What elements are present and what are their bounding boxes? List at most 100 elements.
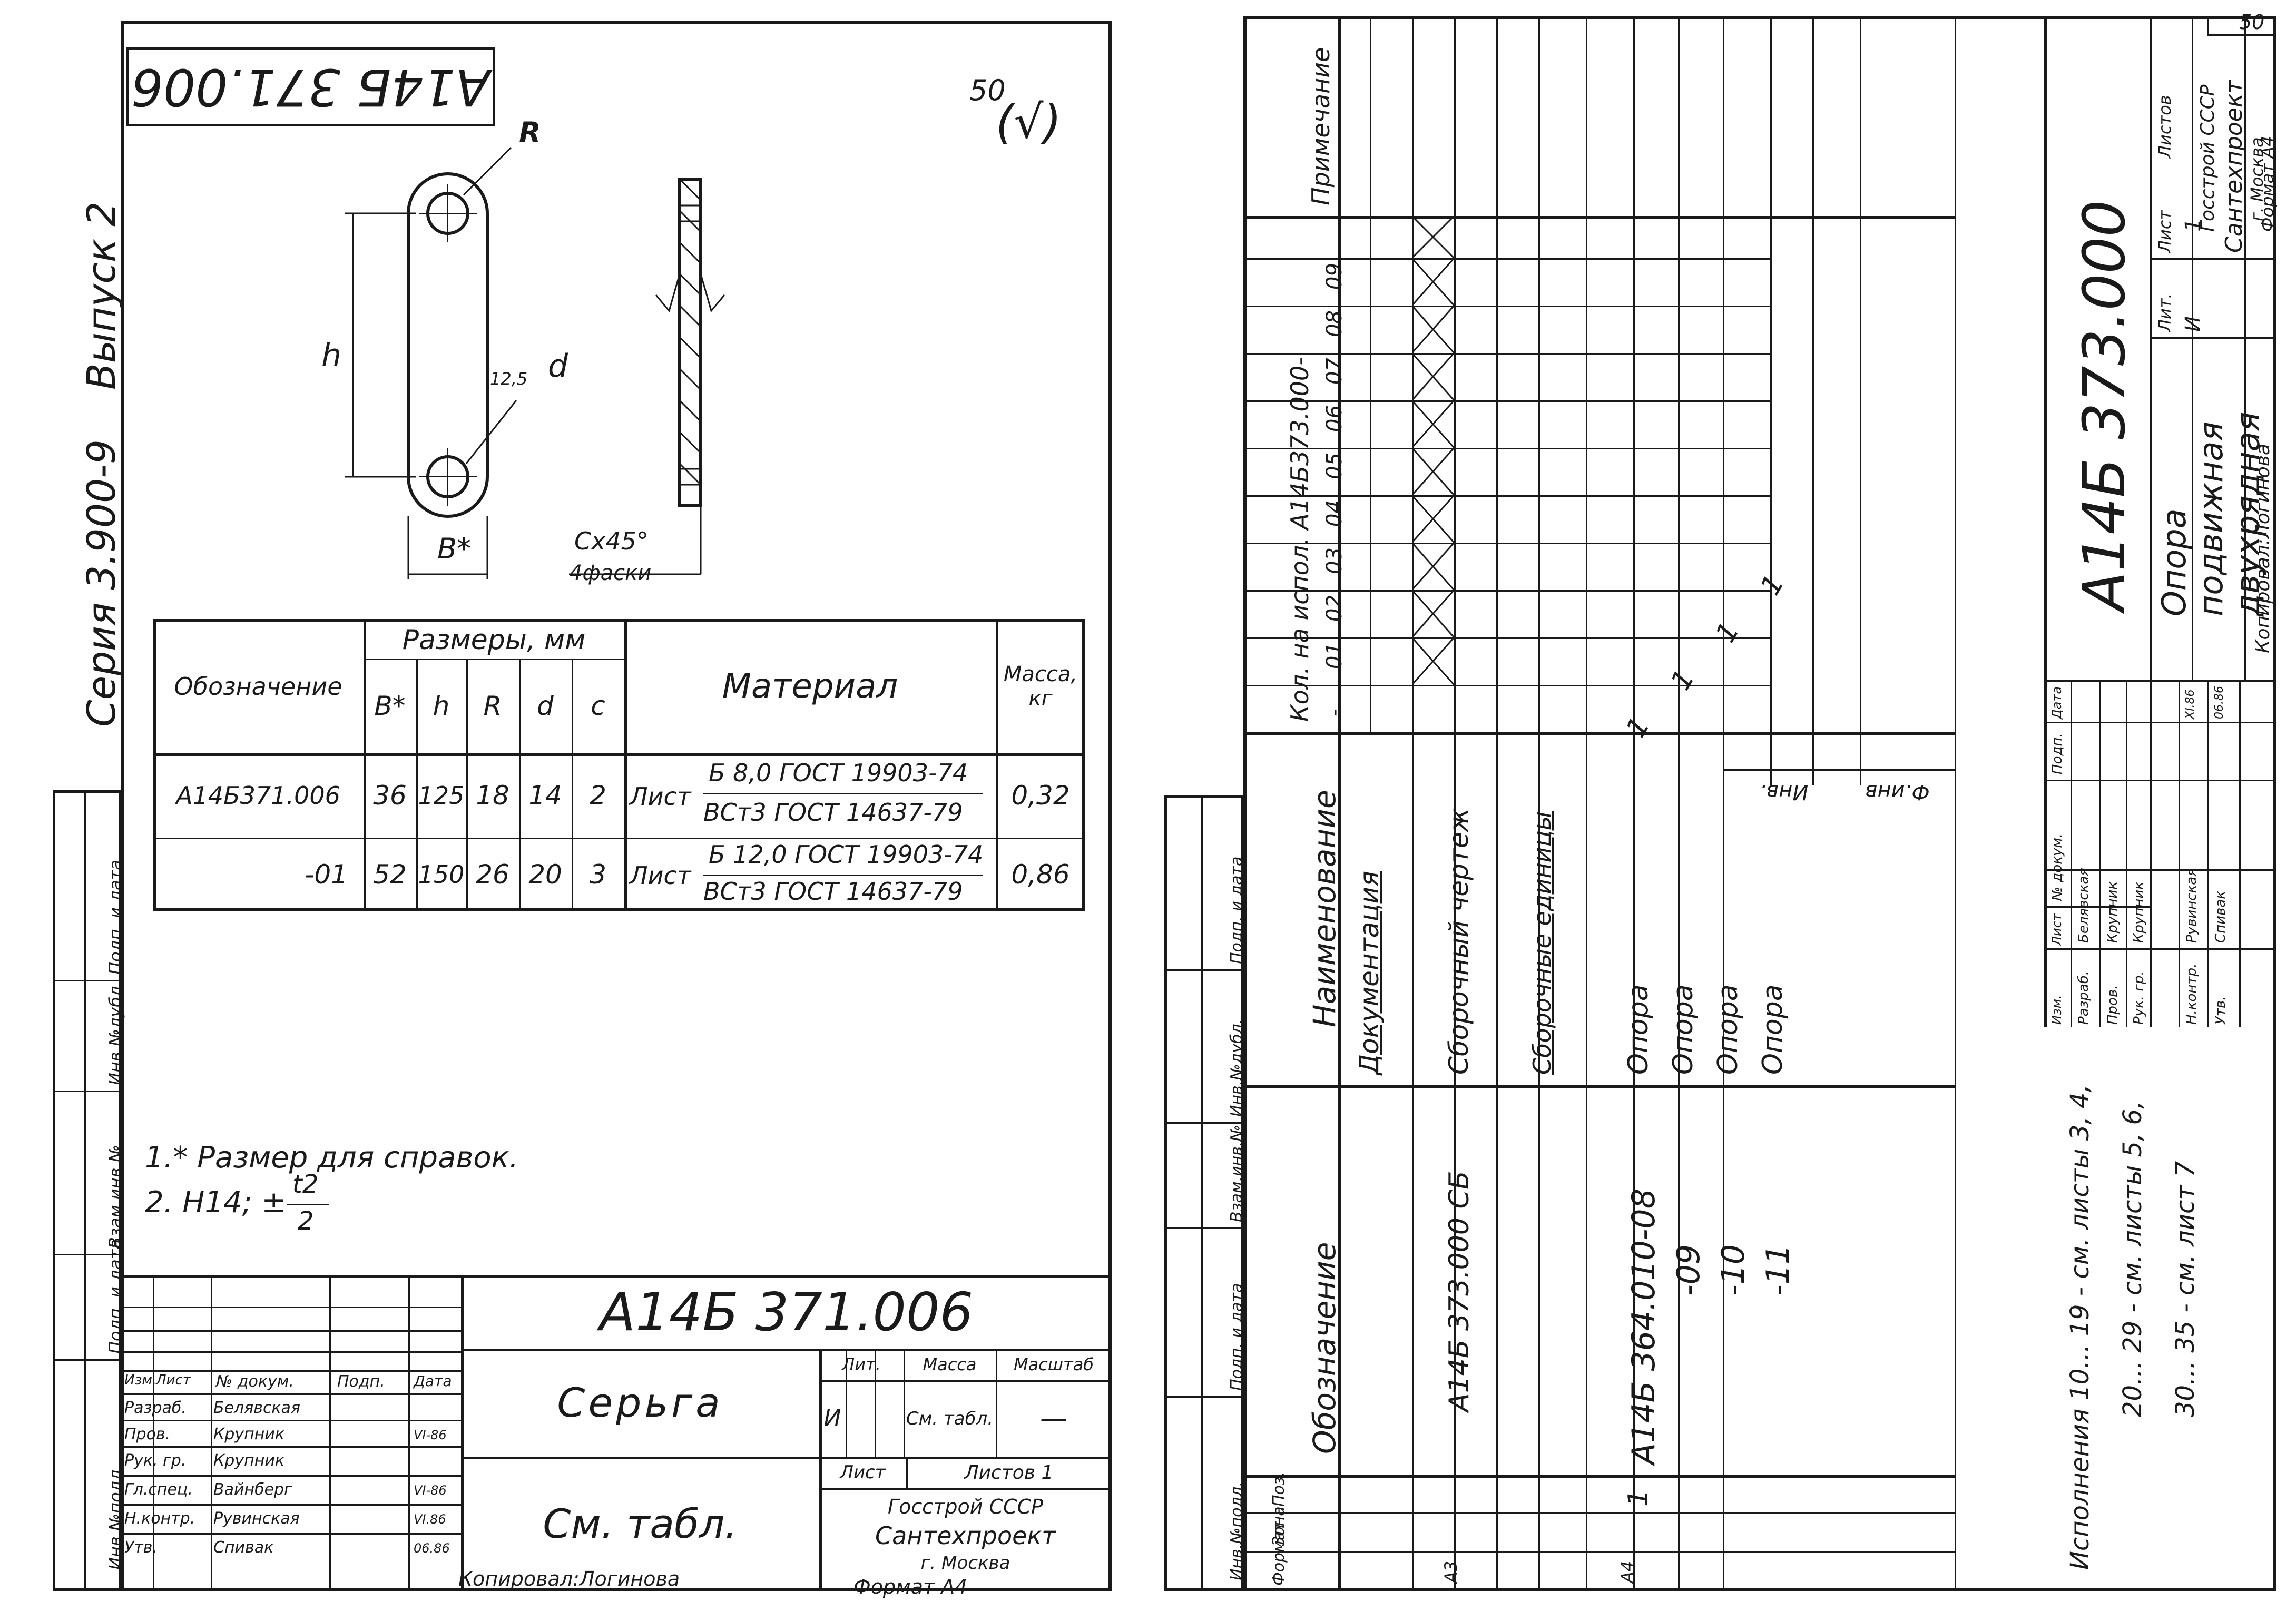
sh-qcol-3: 03: [1322, 547, 1347, 574]
lt-h-doc: № докум.: [216, 1372, 294, 1391]
lt-h-izm: Изм.: [124, 1372, 157, 1388]
rt-h-list: Лист: [2049, 913, 2064, 946]
sh-pos: Поз.: [1270, 1471, 1288, 1507]
lt-scale-value: —: [1040, 1402, 1067, 1435]
th-designation: Обозначение: [174, 672, 342, 701]
rt-role-1: Пров.: [2105, 985, 2121, 1025]
exec-3: 30... 35 - см. лист 7: [2171, 1161, 2200, 1417]
rt-copied: Копировал:Логинова: [2252, 443, 2274, 653]
sh-qcol-4: 04: [1322, 500, 1347, 527]
sr4-name: Опора: [1667, 984, 1699, 1075]
lt-lit-header: Лит.: [842, 1354, 881, 1374]
lt-role-0: Разраб.: [124, 1399, 187, 1417]
rt-format: Формат А4: [2258, 135, 2278, 232]
rt-role-0: Разраб.: [2076, 970, 2092, 1025]
lt-material: См. табл.: [543, 1500, 738, 1547]
row1-material-prefix: Лист: [630, 782, 691, 811]
row1-material-top: Б 8,0 ГОСТ 19903-74: [709, 759, 968, 787]
rt-h-sign: Подп.: [2049, 733, 2065, 774]
rt-h-izm: Изм.: [2049, 995, 2064, 1025]
rt-role-4: Утв.: [2213, 996, 2229, 1025]
sh-qty: Кол. на испол. А14Б373.000-: [1286, 357, 1314, 722]
label-d: d: [548, 348, 568, 385]
strip-label-2: Инв.№дубл.: [105, 980, 125, 1085]
lt-name: Серьга: [557, 1379, 723, 1426]
lt-name-0: Белявская: [213, 1399, 300, 1417]
sr2-name: Сборочные единицы: [1528, 811, 1556, 1075]
label-chamfer: Cx45°: [574, 527, 649, 555]
row2-r: 26: [476, 859, 509, 890]
label-roughness: 12,5: [490, 369, 528, 389]
sh-note: Примечание: [1307, 47, 1335, 205]
rt-name-r4: Спивак: [2213, 890, 2229, 943]
note-1: 1.* Размер для справок.: [145, 1141, 519, 1175]
rt-h-date: Дата: [2049, 686, 2064, 719]
sr5-name: Опора: [1712, 984, 1744, 1075]
th-dim-d: d: [537, 691, 554, 721]
sh-qcol-5: 05: [1322, 453, 1347, 479]
row1-r: 18: [476, 780, 509, 811]
lt-role-3: Гл.спец.: [124, 1480, 193, 1499]
row2-material-bottom: ВСт3 ГОСТ 14637-79: [703, 877, 963, 906]
right-binding-strip: [1164, 795, 1243, 1591]
right-sheet: [1243, 16, 2276, 1591]
rt-name-r1: Крупник: [2105, 881, 2121, 943]
row1-b: 36: [373, 780, 407, 811]
row2-h: 150: [418, 860, 465, 889]
row2-b: 52: [373, 859, 407, 890]
row2-c: 3: [590, 859, 606, 890]
sh-qcol-2: 02: [1322, 595, 1347, 622]
lt-doc-number: А14Б 371.006: [599, 1281, 974, 1343]
note-2-denominator: 2: [298, 1206, 314, 1236]
lt-sheets-label: Листов 1: [964, 1461, 1054, 1484]
row1-h: 125: [418, 781, 465, 810]
th-dim-b: B*: [374, 691, 406, 721]
right-title-block: [2044, 16, 2276, 1027]
lt-role-5: Утв.: [124, 1538, 158, 1557]
row2-material-top: Б 12,0 ГОСТ 19903-74: [709, 840, 984, 869]
issue-label: Выпуск 2: [79, 201, 124, 390]
strip-label-1: Подп. и дата: [105, 860, 125, 975]
sh-qcol-8: 08: [1322, 310, 1347, 337]
sh-qcol-6: 06: [1322, 405, 1347, 432]
th-dims: Размеры, мм: [402, 624, 586, 656]
exec-2: 20... 29 - см. листы 5, 6,: [2118, 1101, 2147, 1417]
lt-mass-header: Масса: [923, 1354, 977, 1374]
left-format: Формат А4: [853, 1575, 968, 1598]
rt-sheets-header: Листов: [2155, 95, 2175, 158]
left-copied: Копировал:Логинова: [458, 1567, 680, 1590]
rt-date-r4: 06.86: [2213, 686, 2226, 719]
rt-h-doc: № докум.: [2049, 833, 2065, 901]
sr1-format: А3: [1441, 1560, 1461, 1583]
exec-1: Исполнения 10... 19 - см. листы 3, 4,: [2065, 1084, 2095, 1570]
top-stamp-number: А14Б 371.006: [131, 57, 490, 116]
rt-doc-number: А14Б 373.000: [2071, 200, 2138, 611]
lt-lit-value: И: [823, 1405, 841, 1432]
lt-name-4: Рувинская: [213, 1509, 300, 1528]
rt-lit-value: И: [2181, 316, 2205, 332]
left-sheet: [121, 21, 1112, 1591]
lt-org-3: г. Москва: [920, 1553, 1010, 1574]
rt-lit-header: Лит.: [2155, 293, 2175, 332]
sr6-designation: -11: [1760, 1244, 1797, 1296]
sr1-designation: А14Б 373.000 СБ: [1444, 1171, 1475, 1412]
dimensions-table: [153, 619, 1085, 911]
label-h: h: [321, 337, 342, 374]
sr6-name: Опора: [1757, 984, 1789, 1075]
lt-date-5: 06.86: [414, 1541, 450, 1556]
spec-table: [1243, 16, 1955, 1591]
lt-date-3: VI-86: [414, 1483, 447, 1498]
sh-name: Наименование: [1307, 790, 1342, 1027]
th-material: Материал: [722, 666, 898, 706]
lt-name-2: Крупник: [213, 1451, 284, 1470]
row1-d: 14: [528, 780, 562, 811]
row2-mass: 0,86: [1011, 859, 1070, 890]
row2-d: 20: [528, 859, 562, 890]
series-label: Серия 3.900-9: [79, 439, 124, 727]
sr3-format: А4: [1617, 1560, 1637, 1583]
row1-designation: А14Б371.006: [176, 781, 340, 810]
lt-org-2: Сантехпроект: [875, 1521, 1056, 1550]
lt-role-1: Пров.: [124, 1425, 171, 1443]
roughness-value: 50: [969, 74, 1006, 107]
sr3-designation: А14Б 364.010-08: [1625, 1188, 1662, 1465]
